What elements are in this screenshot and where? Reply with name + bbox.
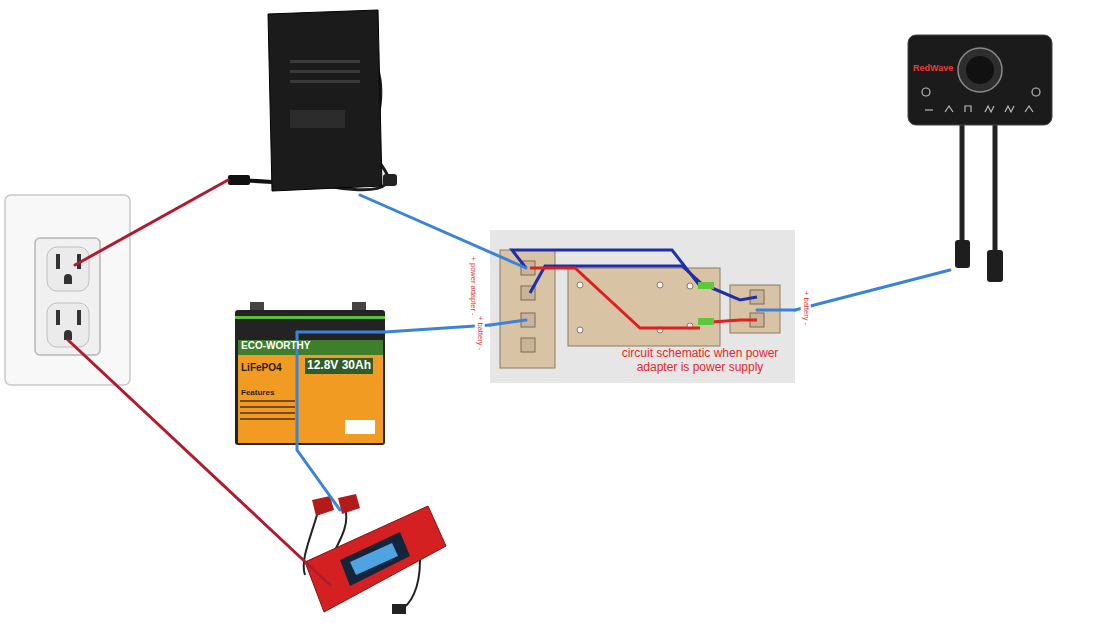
- wire-blue: [530, 266, 702, 293]
- battery-charger: [304, 494, 446, 614]
- schematic-caption: circuit schematic when power adapter is …: [608, 347, 792, 375]
- mains-cable: [400, 560, 420, 610]
- pump-controller: [908, 35, 1052, 282]
- battery: [235, 302, 385, 445]
- cable-connector: [955, 240, 970, 268]
- contact-pad: [698, 318, 714, 325]
- power-adapter: [228, 10, 397, 191]
- dc-wire: [297, 331, 385, 334]
- mains-wire: [75, 180, 228, 265]
- relay-schematic: [490, 230, 795, 383]
- battery-certification: [345, 420, 375, 434]
- rating-text: 12.8V 30Ah: [305, 358, 373, 374]
- cable-connector: [987, 250, 1003, 282]
- charger-body: [305, 506, 446, 612]
- dc-wire: [360, 195, 526, 268]
- chemistry-text: LiFePO4: [241, 362, 282, 374]
- ground-hole: [64, 330, 72, 340]
- schematic-panel: [490, 230, 795, 383]
- socket-slot: [56, 254, 60, 269]
- knob-center: [966, 56, 994, 84]
- battery-label-line: [240, 400, 295, 402]
- clamp: [338, 494, 360, 514]
- terminal-label: + battery -: [801, 289, 811, 327]
- wire-blue: [712, 288, 757, 300]
- socket-face: [47, 247, 89, 291]
- wire-red: [530, 268, 700, 328]
- charger-display: [350, 543, 398, 575]
- wall-outlet: [5, 195, 130, 385]
- ferrite-bead: [383, 174, 397, 186]
- wire-connector: [795, 270, 950, 310]
- features-text: Features: [241, 388, 274, 397]
- dc-wire: [490, 320, 526, 325]
- controller-cable: [960, 124, 965, 242]
- battery-case: [235, 310, 385, 445]
- brand-logo: RedWave: [913, 63, 953, 73]
- relay-module-panel: circuit schematic when power adapter is …: [490, 230, 795, 383]
- controller-icons: [922, 88, 1040, 112]
- dc-wire: [757, 309, 795, 312]
- socket-slot: [56, 310, 60, 325]
- terminal-label: + battery -: [475, 314, 485, 352]
- battery-label-line: [240, 406, 295, 408]
- charger-screen: [340, 532, 410, 586]
- controller-knob: [958, 48, 1002, 92]
- adapter-label-line: [290, 70, 360, 73]
- ground-hole: [64, 274, 72, 284]
- wire-red: [712, 320, 757, 322]
- mains-wire: [68, 340, 330, 585]
- dc-plug: [228, 175, 250, 185]
- adapter-marks: [290, 110, 345, 128]
- adapter-label-line: [290, 80, 360, 83]
- socket-slot: [77, 310, 81, 325]
- controller-node: RedWave: [905, 33, 1055, 270]
- outlet-plate: [5, 195, 130, 385]
- battery-label-line: [240, 418, 295, 420]
- controller-body: [908, 35, 1052, 125]
- adapter-label-line: [290, 60, 360, 63]
- mains-plug: [392, 604, 406, 614]
- battery-label-band: [238, 340, 383, 355]
- battery-label-line: [240, 412, 295, 414]
- contact-pad: [698, 282, 714, 289]
- battery-stripe: [235, 316, 385, 319]
- adapter-brick: [268, 10, 382, 191]
- battery-label: [238, 340, 383, 443]
- terminal-label: + power adapter -: [468, 255, 478, 318]
- terminal-screws: [521, 261, 535, 352]
- wire-connector: [385, 325, 490, 332]
- controller-cable: [993, 124, 998, 252]
- wires: [68, 180, 795, 585]
- brand-text: ECO-WORTHY: [241, 340, 310, 352]
- battery-node: ECO-WORTHY LiFePO4 12.8V 30AhFeatures: [235, 310, 385, 445]
